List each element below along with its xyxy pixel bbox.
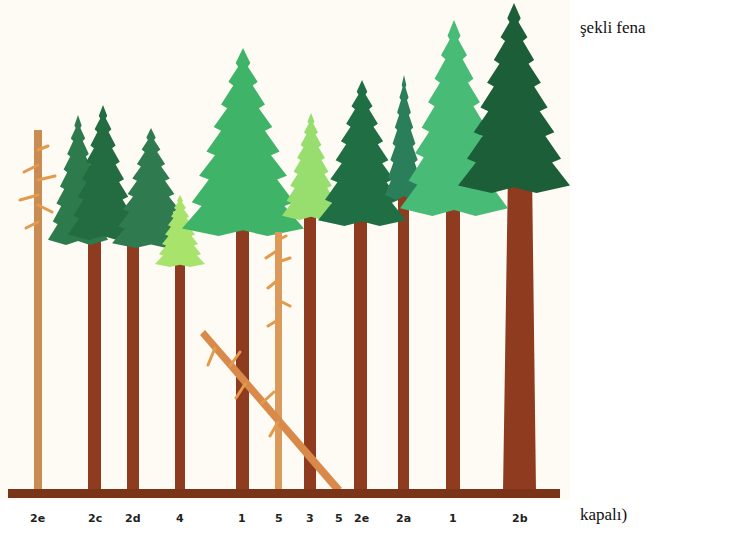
class-number: 5 — [335, 512, 343, 525]
document-text: şekli fena — [580, 18, 646, 38]
class-number: 2c — [88, 512, 102, 525]
class-number: 2a — [396, 512, 411, 525]
class-number: 2e — [354, 512, 369, 525]
class-number: 1 — [449, 512, 457, 525]
class-number: 1 — [238, 512, 246, 525]
class-number: 2e — [30, 512, 45, 525]
class-number: 5 — [275, 512, 283, 525]
class-number: 2d — [125, 512, 141, 525]
class-number: 3 — [306, 512, 314, 525]
document-text: kapalı) — [580, 505, 627, 525]
class-number: 2b — [512, 512, 528, 525]
class-number: 4 — [176, 512, 184, 525]
